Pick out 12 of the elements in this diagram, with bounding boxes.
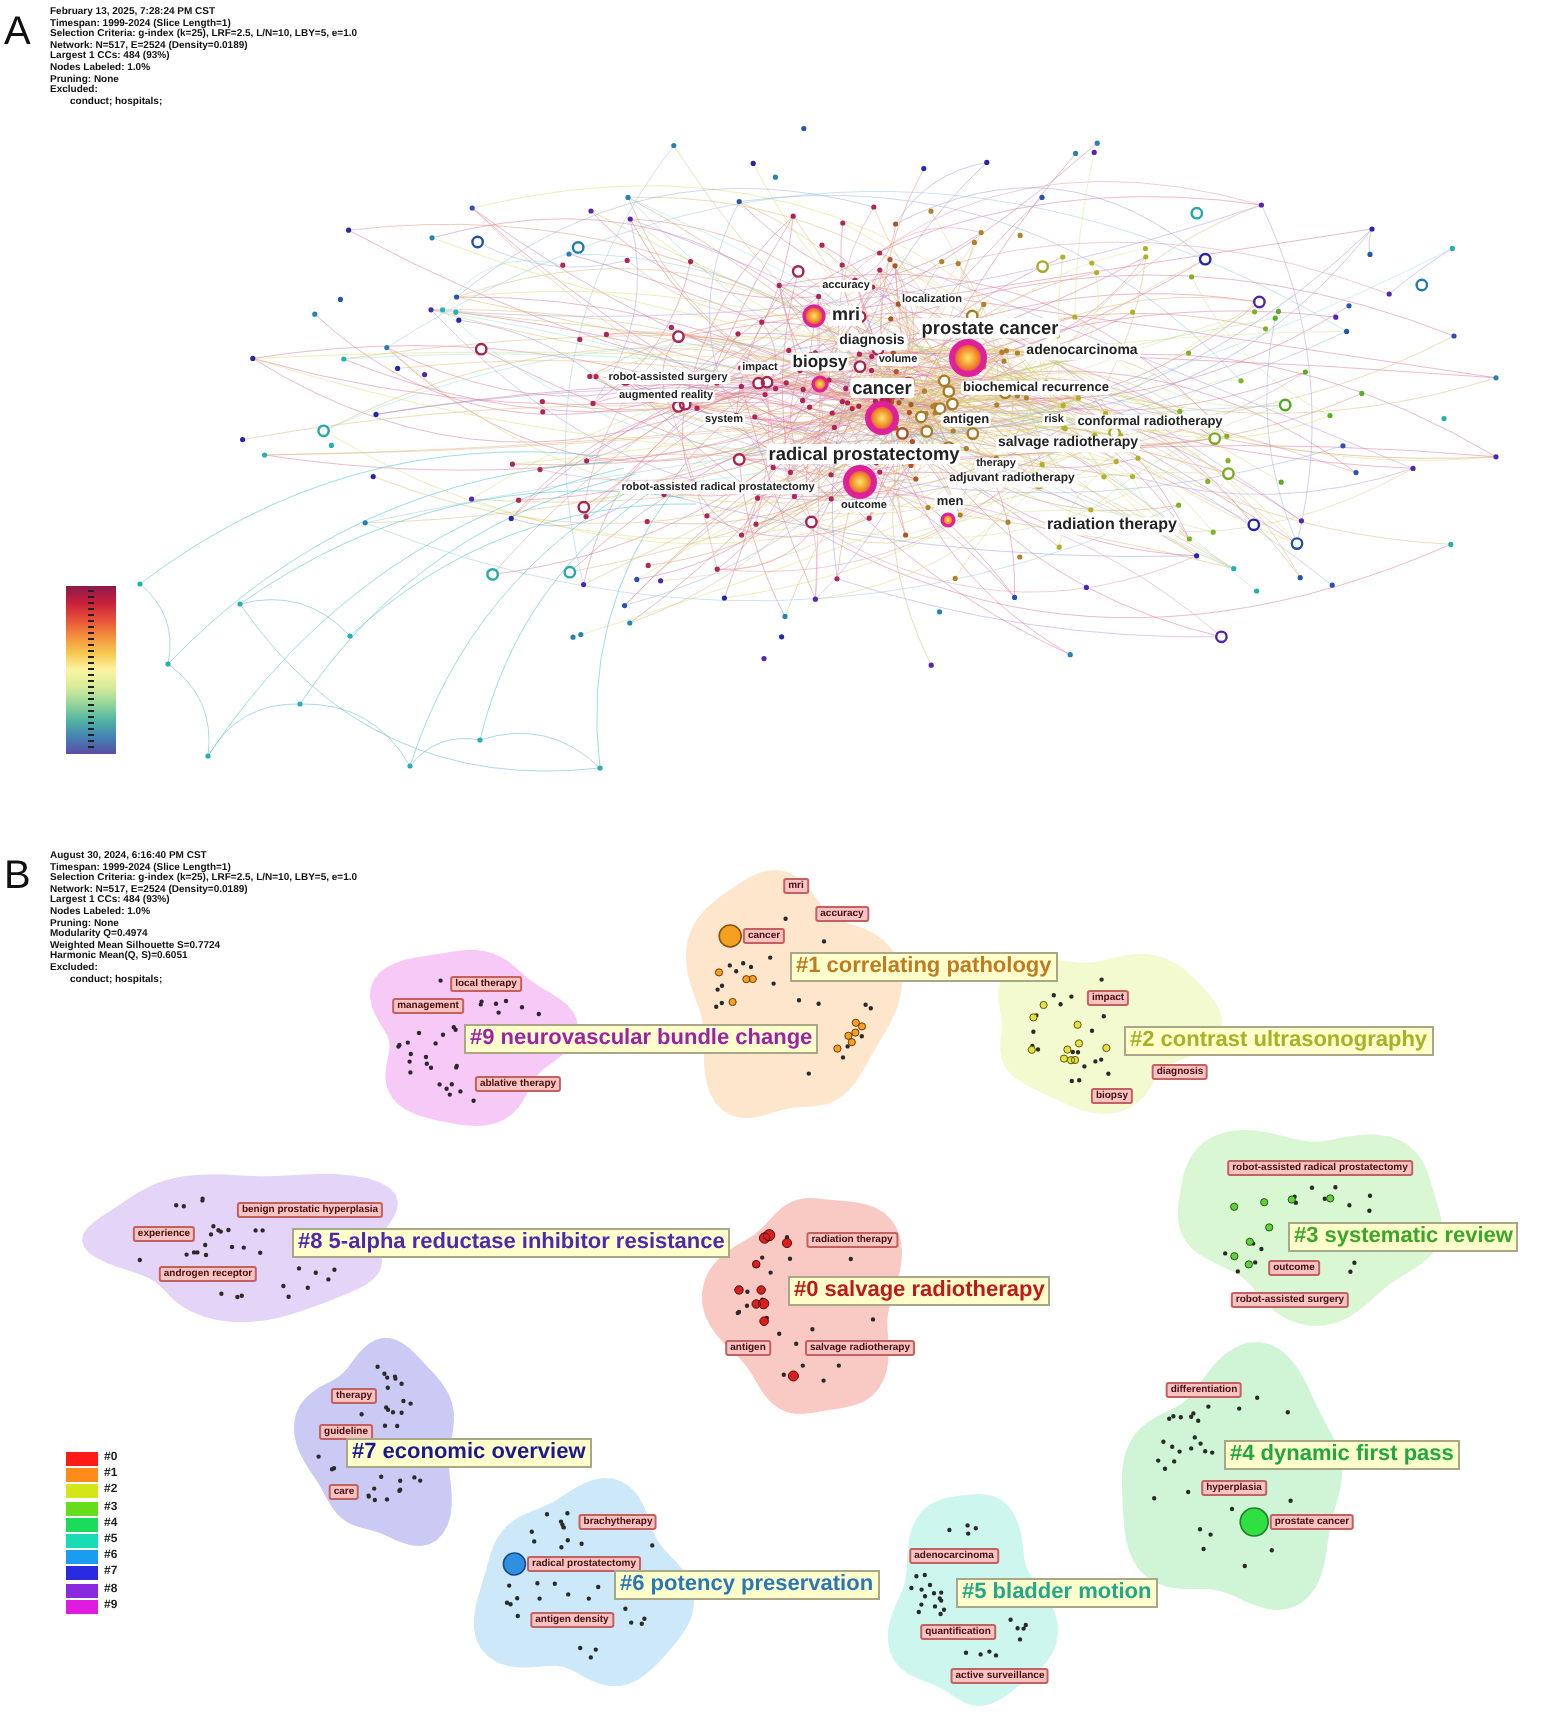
cluster-label: #2 contrast ultrasonography <box>1124 1026 1434 1056</box>
cluster-label: #5 bladder motion <box>956 1578 1158 1608</box>
cluster-label: #6 potency preservation <box>614 1570 880 1600</box>
cluster-label: #8 5-alpha reductase inhibitor resistance <box>292 1228 731 1258</box>
cluster-label: #0 salvage radiotherapy <box>788 1276 1051 1306</box>
panel-letter: A <box>4 12 31 52</box>
cluster-label: #3 systematic review <box>1288 1222 1519 1252</box>
cluster-label: #1 correlating pathology <box>790 952 1058 982</box>
cluster-label: #9 neurovascular bundle change <box>464 1024 819 1054</box>
panel-letter: B <box>4 856 31 896</box>
cluster-label: #4 dynamic first pass <box>1224 1440 1460 1470</box>
cluster-label: #7 economic overview <box>346 1438 592 1468</box>
